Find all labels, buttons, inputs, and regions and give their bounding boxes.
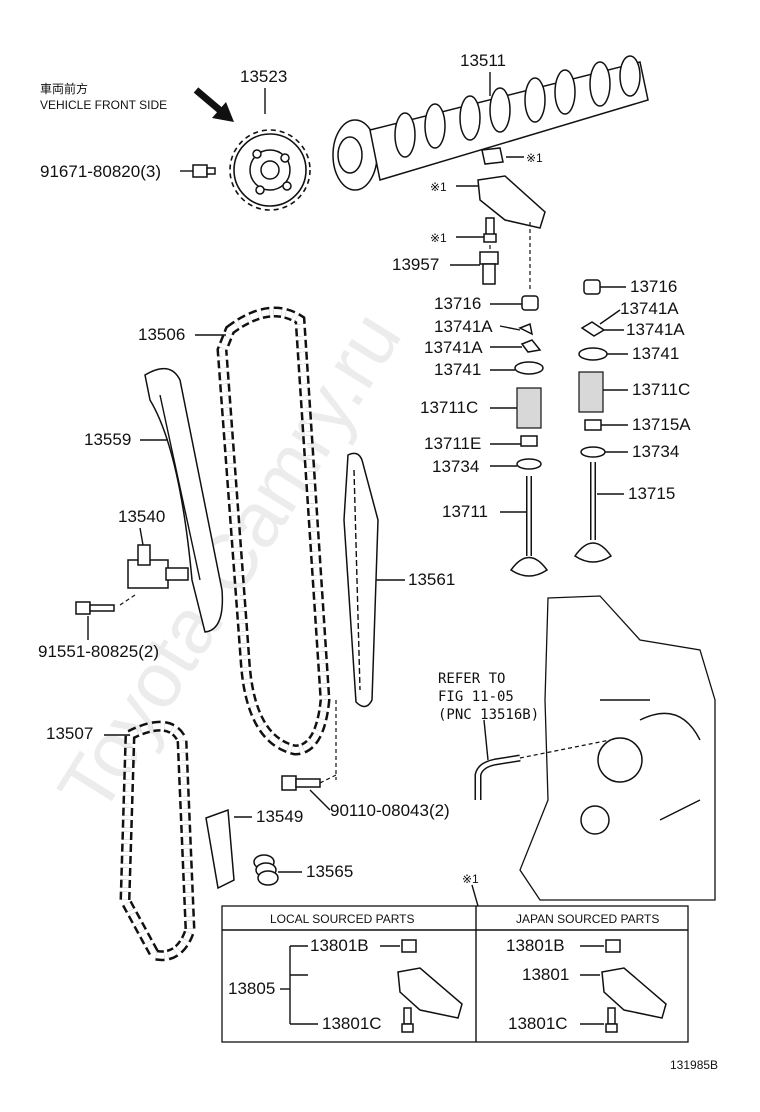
camshaft <box>332 55 649 191</box>
label-13957: 13957 <box>392 255 440 274</box>
cam-sprocket <box>229 88 311 211</box>
label-13741A-left-2: 13741A <box>424 338 483 357</box>
legend-local-header: LOCAL SOURCED PARTS <box>270 912 415 926</box>
tensioner-bolt <box>75 601 115 640</box>
label-13523: 13523 <box>240 67 288 86</box>
label-13549: 13549 <box>256 807 304 826</box>
label-13511: 13511 <box>460 51 507 70</box>
label-90110: 90110-08043(2) <box>330 801 450 820</box>
chain-guide <box>335 452 405 780</box>
label-13716-left: 13716 <box>434 294 482 313</box>
label-13506: 13506 <box>138 325 186 344</box>
label-13716-right: 13716 <box>630 277 678 296</box>
refer-hose <box>474 719 611 800</box>
label-13741A-right-1: 13741A <box>620 299 679 318</box>
legend-japan-header: JAPAN SOURCED PARTS <box>516 912 660 926</box>
label-13715: 13715 <box>628 484 676 503</box>
legend-japan-mid: 13801 <box>522 965 570 984</box>
front-direction-arrow <box>193 87 234 122</box>
label-13561: 13561 <box>408 570 456 589</box>
label-13734-right: 13734 <box>632 442 680 461</box>
guide-bolt <box>281 774 337 811</box>
refer-line-3: (PNC 13516B) <box>438 707 540 723</box>
label-91671: 91671-80820(3) <box>40 162 161 181</box>
label-13565: 13565 <box>306 862 354 881</box>
label-13741A-left-1: 13741A <box>434 317 493 336</box>
valve-train-left <box>490 295 549 577</box>
direction-label-jp: 車両前方 <box>40 82 89 96</box>
label-13741-right: 13741 <box>632 344 680 363</box>
engine-block <box>519 595 716 901</box>
label-13711: 13711 <box>442 502 489 521</box>
legend-local-bottom: 13801C <box>322 1014 382 1033</box>
figure-id: 131985B <box>670 1058 719 1072</box>
legend-table <box>221 884 689 1043</box>
direction-label-en: VEHICLE FRONT SIDE <box>40 98 168 112</box>
label-13540: 13540 <box>118 507 166 526</box>
label-13741-left: 13741 <box>434 360 482 379</box>
label-91551: 91551-80825(2) <box>38 642 159 661</box>
timing-chain <box>195 306 331 756</box>
damper-spring <box>253 854 302 886</box>
oil-pump-chain <box>104 720 196 962</box>
legend-japan-top: 13801B <box>506 936 565 955</box>
label-13741A-right-2: 13741A <box>626 320 685 339</box>
legend-japan-bottom: 13801C <box>508 1014 568 1033</box>
tensioner-slipper <box>140 367 224 633</box>
sprocket-bolt <box>180 164 216 178</box>
legend-local-assy: 13805 <box>228 979 276 998</box>
oil-pump-chain-damper <box>205 808 252 890</box>
label-13711C-right: 13711C <box>632 380 691 399</box>
label-13715A: 13715A <box>632 415 691 434</box>
chain-tensioner <box>119 527 189 606</box>
label-13507: 13507 <box>46 724 94 743</box>
legend-star: ※1 <box>462 872 479 886</box>
label-13711E: 13711E <box>424 434 482 453</box>
rocker-arm-group <box>456 147 546 290</box>
star-note-rocker: ※1 <box>430 180 447 194</box>
star-note-screw: ※1 <box>430 231 447 245</box>
star-note-nut: ※1 <box>526 151 543 165</box>
lash-adjuster <box>450 251 499 285</box>
label-13734-left: 13734 <box>432 457 480 476</box>
refer-line-2: FIG 11-05 <box>438 689 514 705</box>
label-13559: 13559 <box>84 430 132 449</box>
label-13711C-left: 13711C <box>420 398 479 417</box>
legend-local-top: 13801B <box>310 936 369 955</box>
refer-line-1: REFER TO <box>438 671 506 687</box>
valve-train-right <box>573 279 628 563</box>
